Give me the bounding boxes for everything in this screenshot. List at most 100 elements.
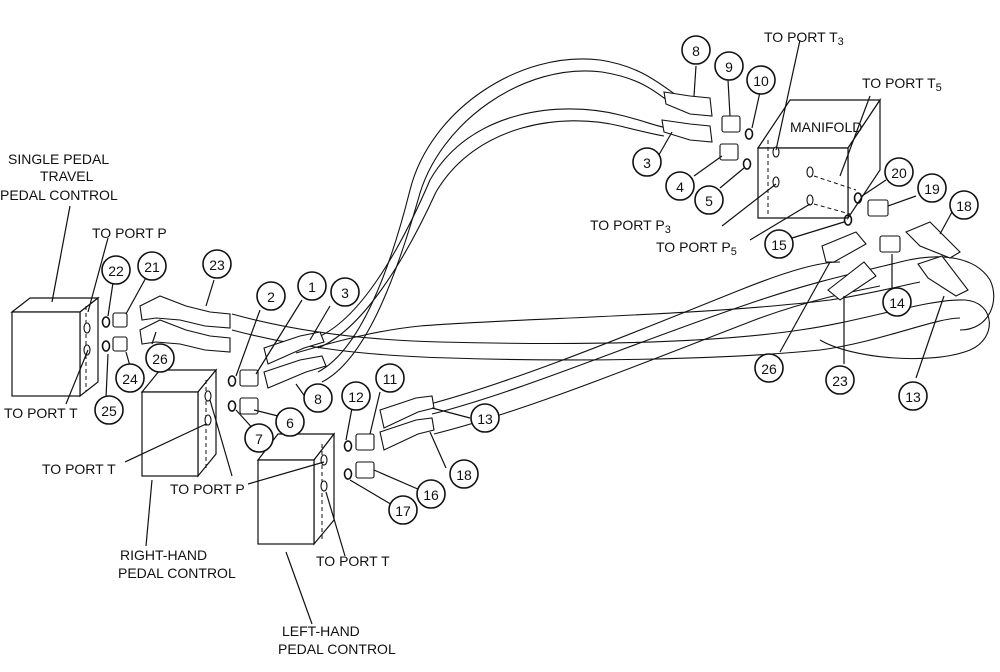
to-port-p3-label: TO PORT P3 bbox=[590, 217, 671, 236]
left-hand-pedal-control-box bbox=[256, 432, 336, 546]
callout-circle bbox=[375, 363, 405, 393]
callout-5: 5 bbox=[694, 185, 724, 215]
fittings-manifold bbox=[661, 91, 969, 301]
callout-15: 15 bbox=[764, 229, 794, 259]
callout-number: 23 bbox=[209, 257, 225, 273]
callout-number: 7 bbox=[255, 431, 263, 447]
callout-2: 2 bbox=[256, 281, 286, 311]
hose-3-b bbox=[317, 120, 665, 349]
callout-circle bbox=[917, 173, 947, 203]
callout-8: 8 bbox=[681, 35, 711, 65]
fittings-left bbox=[101, 295, 435, 480]
callout-7: 7 bbox=[244, 423, 274, 453]
callout-circle bbox=[94, 395, 124, 425]
callout-circle bbox=[884, 157, 914, 187]
leader-lines bbox=[51, 39, 953, 625]
callout-24: 24 bbox=[115, 363, 145, 393]
callout-circle bbox=[949, 190, 979, 220]
hose-8-a bbox=[317, 58, 677, 373]
right-hand-label-1: RIGHT-HAND bbox=[120, 547, 207, 563]
callout-1: 1 bbox=[297, 271, 327, 301]
callout-circle bbox=[882, 287, 912, 317]
hose-13-a bbox=[429, 261, 841, 405]
callout-number: 5 bbox=[705, 193, 713, 209]
callout-circle bbox=[388, 495, 418, 525]
callout-21: 21 bbox=[137, 251, 167, 281]
callout-circle bbox=[341, 381, 371, 411]
to-port-t-right-hand-label: TO PORT T bbox=[42, 461, 116, 477]
right-hand-pedal-control-box bbox=[140, 368, 218, 478]
callout-10: 10 bbox=[746, 65, 776, 95]
callout-circle bbox=[754, 353, 784, 383]
hose-1-a bbox=[295, 281, 921, 354]
callout-23: 23 bbox=[202, 249, 232, 279]
callout-4: 4 bbox=[665, 171, 695, 201]
text-labels: SINGLE PEDAL TRAVEL PEDAL CONTROL TO POR… bbox=[0, 29, 942, 657]
to-port-p5-label: TO PORT P5 bbox=[656, 239, 737, 258]
callout-20: 20 bbox=[884, 157, 914, 187]
single-pedal-label-1: SINGLE PEDAL bbox=[8, 151, 109, 167]
callout-number: 11 bbox=[383, 371, 398, 387]
to-port-p-mid-label: TO PORT P bbox=[170, 481, 245, 497]
to-port-t-left-label: TO PORT T bbox=[4, 405, 78, 421]
manifold-label: MANIFOLD bbox=[790, 119, 862, 135]
callout-circle bbox=[115, 363, 145, 393]
callout-17: 17 bbox=[388, 495, 418, 525]
hose-23-26-b bbox=[231, 317, 961, 361]
callout-number: 4 bbox=[676, 179, 684, 195]
callout-22: 22 bbox=[101, 255, 131, 285]
manifold-box bbox=[756, 98, 882, 220]
callout-number: 21 bbox=[144, 259, 160, 275]
callout-18: 18 bbox=[449, 459, 479, 489]
callout-circle bbox=[303, 383, 333, 413]
callout-13: 13 bbox=[470, 403, 500, 433]
left-hand-label-1: LEFT-HAND bbox=[282, 623, 360, 639]
right-hand-label-2: PEDAL CONTROL bbox=[118, 565, 236, 581]
callout-number: 14 bbox=[889, 295, 905, 311]
single-pedal-label-2: TRAVEL bbox=[40, 168, 94, 184]
callout-circle bbox=[137, 251, 167, 281]
hose-8-b bbox=[321, 70, 669, 383]
callout-circle bbox=[297, 271, 327, 301]
hose-3-a bbox=[315, 108, 669, 339]
callout-circle bbox=[416, 479, 446, 509]
callout-13: 13 bbox=[898, 381, 928, 411]
callout-number: 15 bbox=[771, 237, 787, 253]
callout-number: 13 bbox=[905, 389, 921, 405]
callout-number: 10 bbox=[753, 73, 769, 89]
callout-number: 23 bbox=[832, 373, 848, 389]
callout-circle bbox=[665, 171, 695, 201]
callout-number: 9 bbox=[725, 59, 733, 75]
callout-6: 6 bbox=[275, 407, 305, 437]
callout-circle bbox=[145, 343, 175, 373]
hose-18-a bbox=[433, 285, 881, 435]
callout-26: 26 bbox=[145, 343, 175, 373]
callout-number: 19 bbox=[924, 181, 940, 197]
callout-16: 16 bbox=[416, 479, 446, 509]
callout-circle bbox=[256, 281, 286, 311]
callout-3: 3 bbox=[330, 277, 360, 307]
callout-number: 2 bbox=[267, 289, 275, 305]
callout-circle bbox=[714, 51, 744, 81]
hose-23-26-a bbox=[231, 299, 990, 360]
callout-26: 26 bbox=[754, 353, 784, 383]
callout-9: 9 bbox=[714, 51, 744, 81]
callout-circle bbox=[449, 459, 479, 489]
callout-circle bbox=[764, 229, 794, 259]
to-port-p-left-label: TO PORT P bbox=[92, 225, 167, 241]
callout-circle bbox=[632, 147, 662, 177]
callout-number: 22 bbox=[108, 263, 124, 279]
callout-number: 6 bbox=[286, 415, 294, 431]
callout-25: 25 bbox=[94, 395, 124, 425]
to-port-t5-label: TO PORT T5 bbox=[862, 75, 942, 94]
single-pedal-label-3: PEDAL CONTROL bbox=[0, 187, 118, 203]
callout-circle bbox=[898, 381, 928, 411]
callout-circle bbox=[101, 255, 131, 285]
callout-23: 23 bbox=[825, 365, 855, 395]
callout-number: 26 bbox=[761, 361, 777, 377]
callout-number: 13 bbox=[477, 411, 493, 427]
callout-14: 14 bbox=[882, 287, 912, 317]
callout-number: 18 bbox=[956, 198, 972, 214]
